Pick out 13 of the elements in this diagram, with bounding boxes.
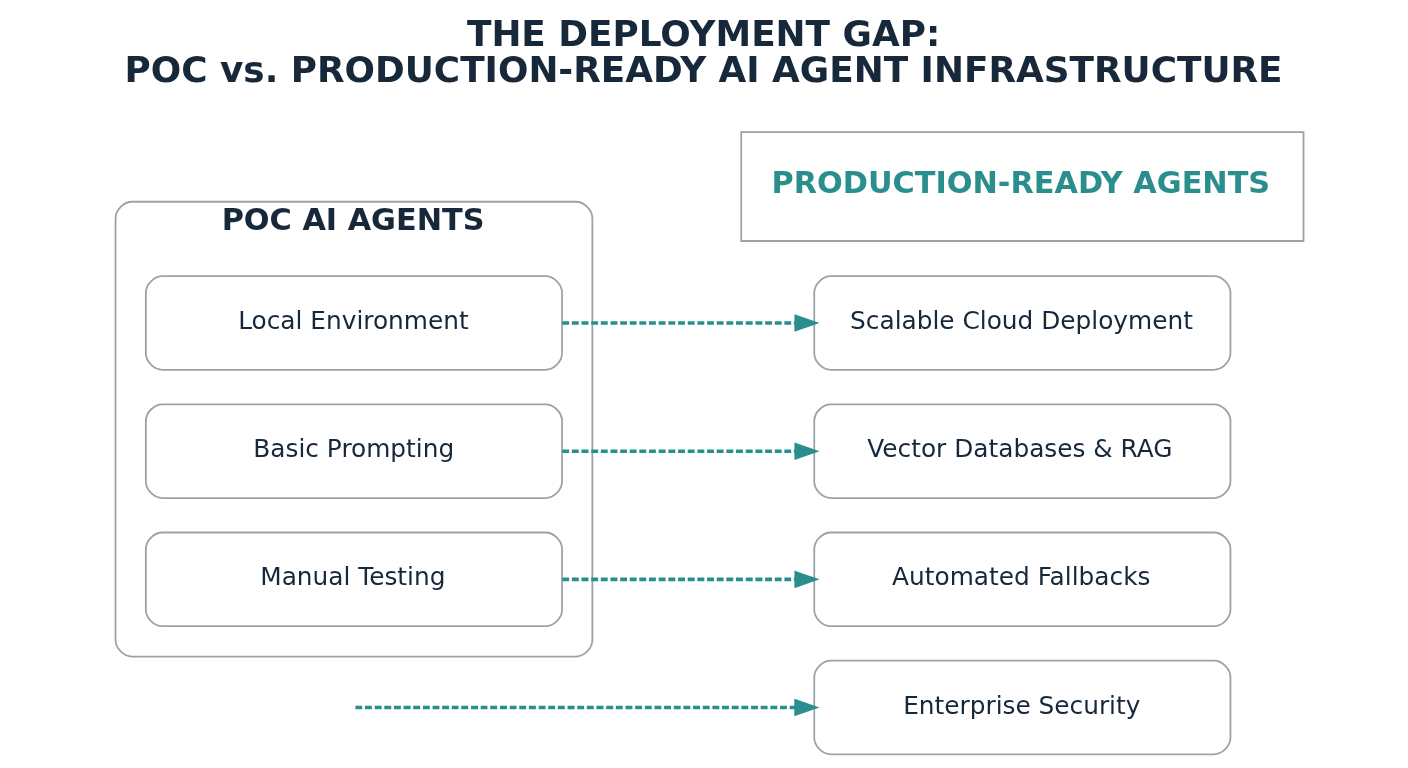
- node-box: Automated Fallbacks: [813, 531, 1232, 628]
- diagram-title: THE DEPLOYMENT GAP: POC vs. PRODUCTION-READY AI AGENT INFRASTRUCTURE: [124, 13, 1283, 91]
- node-box: Local Environment: [144, 275, 563, 371]
- arrow: [562, 442, 820, 460]
- arrow: [355, 698, 820, 717]
- node-box: PRODUCTION-READY AGENTS: [740, 131, 1305, 242]
- node-box: Manual Testing: [144, 531, 563, 628]
- node-box: Basic Prompting: [144, 403, 563, 499]
- arrow: [562, 314, 820, 332]
- node-box: Scalable Cloud Deployment: [813, 275, 1232, 371]
- arrow: [562, 570, 820, 589]
- node-box: Vector Databases & RAG: [813, 403, 1232, 499]
- node-box: Enterprise Security: [813, 659, 1232, 756]
